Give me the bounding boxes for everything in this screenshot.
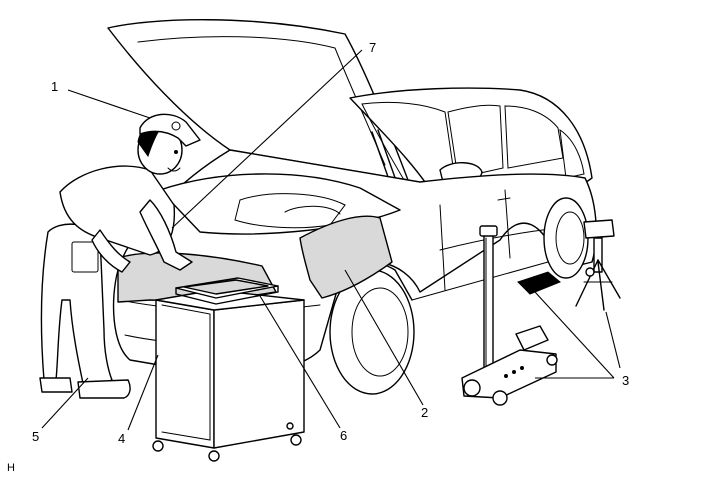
leader-lines: [41, 49, 621, 431]
car-hood: [107, 19, 409, 181]
leader-line-6: [259, 295, 341, 429]
parts-cart: [152, 289, 305, 462]
figure-code: H: [7, 462, 15, 474]
front-wheel: [329, 262, 415, 395]
callout-4: 4: [118, 431, 126, 446]
leader-line-1: [67, 89, 151, 119]
leader-line-4: [127, 354, 159, 431]
mechanic: [39, 113, 201, 399]
callout-1: 1: [51, 79, 59, 94]
leader-line-2: [344, 269, 424, 406]
callout-2: 2: [421, 405, 429, 420]
engine-bay: [159, 173, 401, 235]
callout-6: 6: [340, 428, 348, 443]
leader-line-7: [171, 49, 363, 229]
floor-jack: [461, 225, 558, 406]
mechanic-cap: [139, 113, 201, 147]
callout-7: 7: [369, 40, 377, 55]
leader-line-3a: [534, 291, 615, 379]
callout-5: 5: [32, 429, 40, 444]
jack-pad-block: [517, 271, 561, 295]
parts-tray: [175, 277, 279, 305]
leader-line-3c: [605, 311, 621, 369]
rear-wheel: [543, 197, 589, 279]
jack-stand: [575, 219, 621, 311]
fender-cover: [299, 215, 393, 299]
callout-3: 3: [622, 373, 630, 388]
leader-line-5: [41, 377, 89, 429]
